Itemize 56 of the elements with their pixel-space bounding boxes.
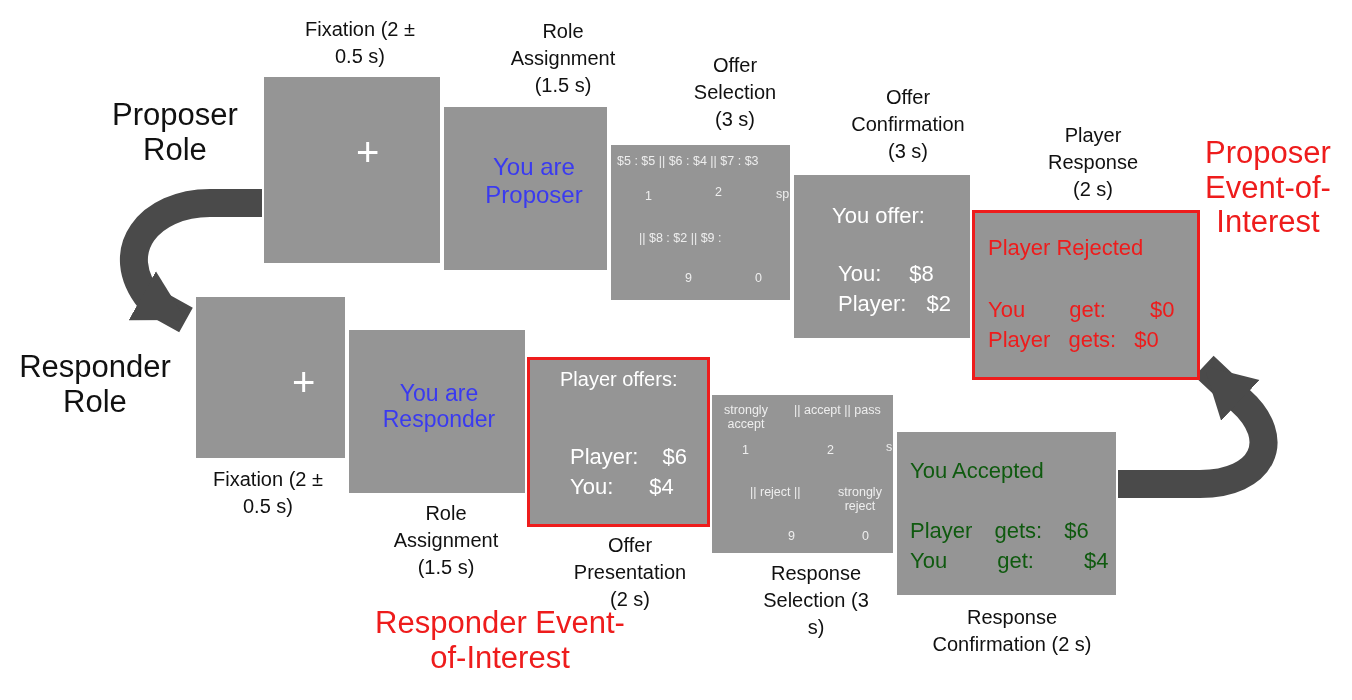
screen-panel: [194, 295, 347, 460]
screen-text: +: [356, 129, 380, 175]
role-label: Proposer Event-of-Interest: [1204, 136, 1332, 241]
screen-caption: Response Selection (3 s): [762, 561, 870, 640]
screen-panel: [895, 430, 1118, 597]
screen-text: Player gets: $6: [910, 518, 1089, 544]
screen-text: You are Proposer: [484, 153, 584, 209]
screen-text: You get: $4: [910, 548, 1109, 574]
screen-text: Player offers:: [560, 368, 678, 391]
screen-text: sp: [776, 187, 790, 202]
screen-text: You: $4: [570, 474, 674, 500]
screen-text: 9: [685, 271, 692, 286]
screen-text: 2: [715, 185, 722, 200]
screen-panel: [792, 173, 972, 340]
screen-text: 0: [862, 529, 869, 544]
screen-caption: Fixation (2 ± 0.5 s): [212, 467, 324, 519]
screen-caption: Offer Confirmation (3 s): [850, 85, 966, 164]
screen-text: You offer:: [832, 203, 925, 229]
screen-text: $5 : $5 || $6 : $4 || $7 : $3: [617, 154, 759, 169]
screen-text: Player: $2: [838, 291, 952, 317]
screen-caption: Response Confirmation (2 s): [931, 605, 1093, 657]
screen-text: 1: [645, 189, 652, 204]
screen-text: s: [886, 440, 893, 455]
screen-text: Player Rejected: [988, 235, 1144, 261]
screen-text: strongly accept: [723, 403, 769, 432]
screen-text: +: [292, 359, 316, 405]
screen-text: 9: [788, 529, 795, 544]
screen-text: 2: [827, 443, 834, 458]
screen-text: You are Responder: [381, 380, 497, 433]
role-label: Proposer Role: [111, 98, 239, 168]
screen-panel: [527, 357, 710, 527]
screen-text: || accept || pass: [794, 403, 881, 418]
screen-text: 1: [742, 443, 749, 458]
screen-text: strongly reject: [837, 485, 883, 514]
role-label: Responder Role: [18, 350, 172, 420]
screen-caption: Fixation (2 ± 0.5 s): [304, 17, 416, 69]
screen-text: You Accepted: [910, 458, 1044, 484]
screen-panel: [347, 328, 527, 495]
screen-caption: Role Assignment (1.5 s): [509, 19, 617, 98]
screen-text: || reject ||: [750, 485, 801, 500]
screen-panel: [442, 105, 609, 272]
screen-text: You: $8: [838, 261, 934, 287]
screen-panel: [609, 143, 792, 302]
screen-panel: [972, 210, 1200, 380]
screen-text: Player: $6: [570, 444, 688, 470]
screen-text: You get: $0: [988, 297, 1175, 323]
screen-caption: Offer Presentation (2 s): [573, 533, 688, 610]
screen-text: 0: [755, 271, 762, 286]
screen-panel: [710, 393, 895, 555]
screen-caption: Player Response (2 s): [1046, 123, 1140, 202]
screen-text: Player gets: $0: [988, 327, 1159, 353]
screen-caption: Offer Selection (3 s): [692, 53, 778, 132]
screen-caption: Role Assignment (1.5 s): [392, 501, 500, 580]
screen-panel: [262, 75, 442, 265]
curved-arrow: [1118, 355, 1278, 498]
screen-text: || $8 : $2 || $9 :: [639, 231, 722, 246]
